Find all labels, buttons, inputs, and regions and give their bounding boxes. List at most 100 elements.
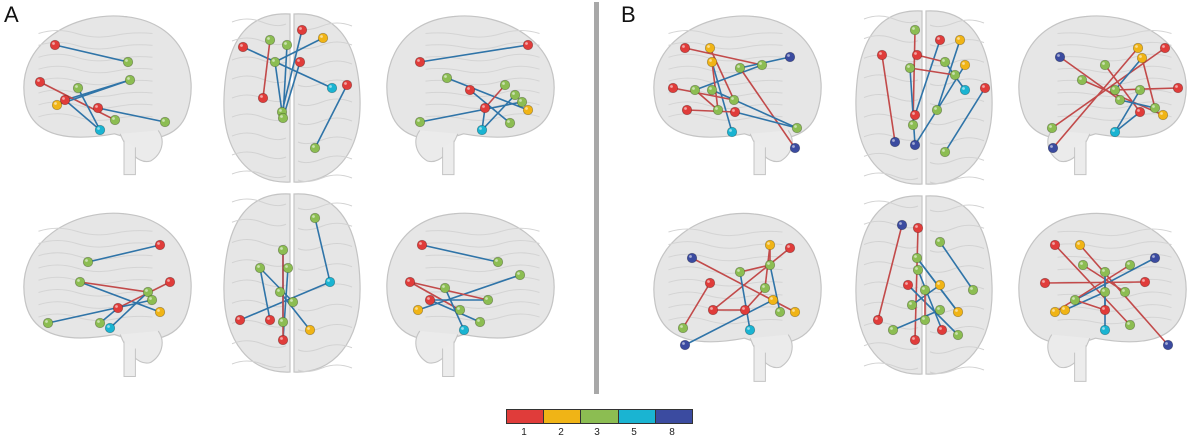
brain-node bbox=[909, 24, 921, 36]
brain-node bbox=[759, 282, 771, 294]
connection-edge bbox=[914, 227, 919, 341]
node-highlight bbox=[907, 65, 910, 68]
connection-edge bbox=[314, 217, 331, 283]
colorbar-segment bbox=[580, 409, 619, 424]
connection-edge bbox=[1064, 291, 1106, 311]
brain-node bbox=[294, 56, 306, 68]
node-highlight bbox=[75, 85, 78, 88]
node-highlight bbox=[955, 332, 958, 335]
node-highlight bbox=[95, 105, 98, 108]
node-highlight bbox=[1079, 77, 1082, 80]
connection-edge bbox=[417, 274, 521, 311]
brainstem bbox=[442, 341, 455, 377]
node-highlight bbox=[914, 52, 917, 55]
node-highlight bbox=[1102, 62, 1105, 65]
brain-a-axial-bottom bbox=[223, 193, 361, 373]
brain-node bbox=[1054, 51, 1066, 63]
node-highlight bbox=[344, 82, 347, 85]
node-highlight bbox=[267, 317, 270, 320]
node-highlight bbox=[267, 37, 270, 40]
brain-node bbox=[677, 322, 689, 334]
connection-edge bbox=[1054, 264, 1131, 313]
brain-node bbox=[154, 239, 166, 251]
brain-node bbox=[734, 266, 746, 278]
brain-node bbox=[237, 41, 249, 53]
node-highlight bbox=[312, 215, 315, 218]
connection-edge bbox=[409, 281, 489, 301]
brain-node bbox=[1099, 59, 1111, 71]
brain-node bbox=[522, 104, 534, 116]
brain-node bbox=[911, 252, 923, 264]
brain-node bbox=[1046, 122, 1058, 134]
node-highlight bbox=[519, 99, 522, 102]
brain-node bbox=[1149, 102, 1161, 114]
connection-edge bbox=[1074, 257, 1156, 301]
brain-node bbox=[704, 277, 716, 289]
brain-node bbox=[414, 56, 426, 68]
connection-edge bbox=[712, 247, 791, 311]
brain-node bbox=[707, 304, 719, 316]
node-highlight bbox=[457, 307, 460, 310]
cortex bbox=[653, 15, 822, 140]
brain-node bbox=[122, 56, 134, 68]
brain-node bbox=[309, 142, 321, 154]
node-highlight bbox=[495, 259, 498, 262]
brain-node bbox=[112, 302, 124, 314]
brain-node bbox=[712, 104, 724, 116]
brain-node bbox=[689, 84, 701, 96]
brain-node bbox=[341, 79, 353, 91]
brain-node bbox=[479, 102, 491, 114]
node-highlight bbox=[407, 279, 410, 282]
brain-node bbox=[51, 99, 63, 111]
brain-node bbox=[1149, 252, 1161, 264]
brain-b-left-top bbox=[653, 15, 822, 176]
node-highlight bbox=[97, 320, 100, 323]
cortex bbox=[386, 15, 555, 140]
brain-node bbox=[441, 72, 453, 84]
connection-edge bbox=[711, 89, 798, 129]
brain-node bbox=[889, 136, 901, 148]
connection-edge bbox=[911, 284, 941, 306]
connection-edge bbox=[444, 287, 465, 331]
node-highlight bbox=[512, 92, 515, 95]
brain-node bbox=[1157, 109, 1169, 121]
brain-node bbox=[464, 84, 476, 96]
brainstem bbox=[1074, 345, 1087, 382]
brain-node bbox=[912, 222, 924, 234]
brain-node bbox=[454, 304, 466, 316]
hemisphere-right bbox=[293, 13, 361, 183]
brain-node bbox=[784, 51, 796, 63]
node-highlight bbox=[912, 27, 915, 30]
node-highlight bbox=[1062, 307, 1065, 310]
brain-node bbox=[1172, 82, 1184, 94]
node-highlight bbox=[879, 52, 882, 55]
brainstem bbox=[123, 140, 136, 176]
node-highlight bbox=[910, 122, 913, 125]
colorbar-segment bbox=[654, 409, 693, 424]
brain-node bbox=[159, 116, 171, 128]
brain-node bbox=[509, 89, 521, 101]
connection-edge bbox=[1114, 89, 1141, 133]
node-highlight bbox=[1137, 87, 1140, 90]
node-highlight bbox=[1152, 255, 1155, 258]
brain-node bbox=[424, 294, 436, 306]
connection-edge bbox=[1114, 87, 1179, 91]
node-highlight bbox=[792, 309, 795, 312]
brain-node bbox=[1099, 286, 1111, 298]
node-highlight bbox=[299, 27, 302, 30]
brain-node bbox=[482, 294, 494, 306]
brain-node bbox=[789, 306, 801, 318]
node-highlight bbox=[1102, 269, 1105, 272]
brain-node bbox=[936, 324, 948, 336]
brain-node bbox=[72, 82, 84, 94]
node-highlight bbox=[461, 327, 464, 330]
brain-node bbox=[706, 56, 718, 68]
connection-edge bbox=[734, 111, 798, 129]
connection-edge bbox=[1119, 99, 1156, 109]
connection-edge bbox=[744, 287, 766, 311]
brain-node bbox=[516, 96, 528, 108]
brain-node bbox=[404, 276, 416, 288]
node-highlight bbox=[237, 317, 240, 320]
node-highlight bbox=[482, 105, 485, 108]
brain-node bbox=[764, 259, 776, 271]
